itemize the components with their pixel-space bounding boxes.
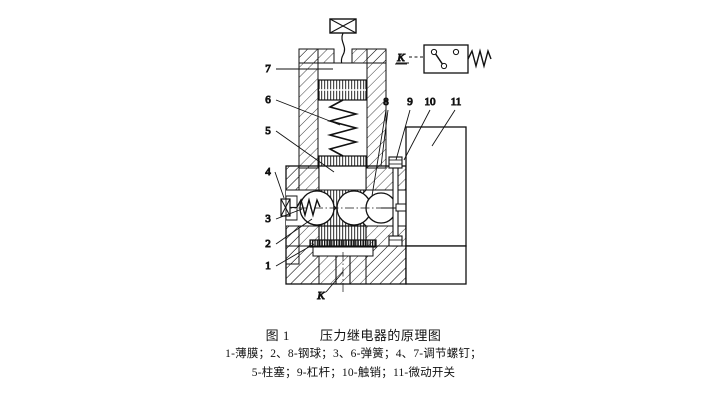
callout-11: 11 <box>451 96 462 108</box>
callout-2: 2 <box>265 238 271 250</box>
leader-8a <box>371 109 387 197</box>
adjusting-screw-head <box>329 18 357 34</box>
callout-3: 3 <box>265 213 271 225</box>
lever <box>392 159 399 247</box>
callout-7: 7 <box>265 63 271 75</box>
side-screw-assembly <box>280 195 321 221</box>
leader-10 <box>403 109 431 161</box>
leader-1 <box>275 243 315 267</box>
figure-legend-line-2: 5-柱塞；9-杠杆；10-触销；11-微动开关 <box>251 367 456 379</box>
leader-8b <box>380 109 389 167</box>
leader-9 <box>395 109 411 161</box>
callout-k-bottom: K <box>316 290 325 302</box>
leader-k-bottom <box>325 271 344 293</box>
callout-1: 1 <box>265 260 271 272</box>
switch-circuit-symbol <box>396 44 492 74</box>
spring-upper <box>326 99 360 157</box>
callout-6: 6 <box>265 94 271 106</box>
callout-10: 10 <box>425 96 437 108</box>
upper-housing <box>298 48 387 169</box>
callout-4: 4 <box>265 166 271 178</box>
adjusting-screw-upper <box>318 79 367 101</box>
callout-8: 8 <box>383 96 389 108</box>
diagram-body: 7 6 5 4 3 2 1 8 9 10 11 K K <box>265 18 492 303</box>
figure-caption-title: 图 1 压力继电器的原理图 <box>265 328 442 343</box>
figure-legend-line-1: 1-薄膜；2、8-钢球；3、6-弹簧；4、7-调节螺钉； <box>225 348 482 360</box>
callout-5: 5 <box>265 125 271 137</box>
spring-side <box>296 197 321 218</box>
leader-4 <box>274 171 285 199</box>
leader-11 <box>431 109 456 147</box>
callout-k-circuit: K <box>396 52 405 64</box>
leader-3 <box>275 208 303 220</box>
leader-lines <box>274 68 456 293</box>
callout-9: 9 <box>407 96 413 108</box>
callout-labels: 7 6 5 4 3 2 1 8 9 10 11 K K <box>265 52 462 303</box>
leader-6 <box>275 99 341 126</box>
leader-2 <box>275 218 313 245</box>
micro-switch <box>405 126 467 285</box>
lever-assembly <box>381 156 411 247</box>
leader-5 <box>275 130 335 173</box>
membrane <box>309 239 377 257</box>
